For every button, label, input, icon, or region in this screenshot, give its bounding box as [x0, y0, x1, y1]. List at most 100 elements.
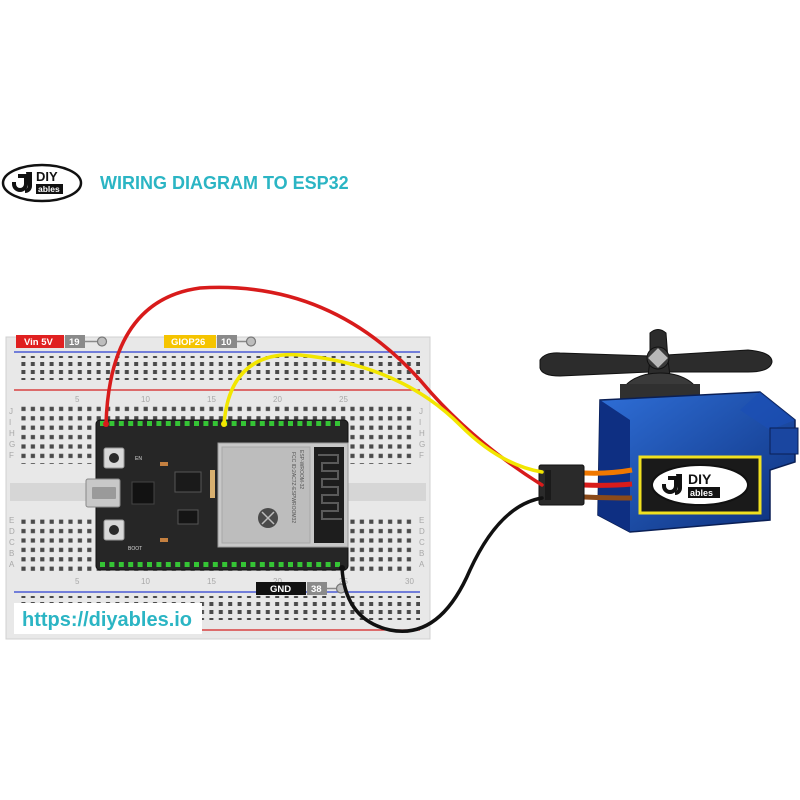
- servo-motor[interactable]: DIY ables: [538, 329, 799, 533]
- pin-label-vin-name: Vin 5V: [24, 337, 54, 348]
- row-letter: G: [419, 440, 425, 449]
- row-letter: I: [419, 418, 421, 427]
- row-letter: C: [9, 538, 15, 547]
- header-pin: [194, 421, 199, 426]
- header-pin: [259, 562, 265, 567]
- column-number: 5: [75, 395, 80, 404]
- header-pin: [147, 562, 152, 567]
- row-letter: C: [419, 538, 425, 547]
- header-pin: [231, 562, 237, 567]
- header-pin: [325, 562, 331, 567]
- wire-ground[interactable]: [340, 496, 544, 633]
- header-pin: [175, 421, 181, 426]
- top-pin-header: [100, 421, 340, 426]
- column-number: 10: [141, 577, 150, 586]
- row-letter: H: [419, 429, 425, 438]
- header-pin: [156, 421, 162, 426]
- column-number: 25: [339, 395, 348, 404]
- column-number: 20: [273, 577, 282, 586]
- column-number: 5: [75, 577, 80, 586]
- header-pin: [194, 562, 199, 567]
- servo-label: DIY ables: [638, 455, 762, 515]
- diyables-logo[interactable]: DIY ables: [1, 163, 83, 203]
- header-pin: [165, 562, 171, 567]
- header-pin: [278, 562, 284, 567]
- logo-bottom-text: ables: [38, 184, 60, 194]
- pin-label-gpio-name: GIOP26: [171, 337, 205, 348]
- header-pin: [288, 421, 293, 426]
- header-pin: [212, 421, 218, 426]
- row-letter: F: [9, 451, 14, 460]
- pin-label-gnd: GND 38: [256, 582, 347, 595]
- row-letter: D: [419, 527, 425, 536]
- pin-label-gpio: GIOP26 10: [164, 335, 257, 348]
- header-pin: [118, 562, 124, 567]
- esp32-board[interactable]: EN BOOT ESP-WROOM-32 FCC ID:2AC7Z-ESPWRO…: [85, 419, 349, 571]
- voltage-regulator: [174, 471, 202, 493]
- header-pin: [306, 562, 312, 567]
- pin-label-vin-number: 19: [69, 337, 80, 348]
- servo-signal-lead: [583, 467, 633, 476]
- header-pin: [203, 421, 209, 426]
- header-pin: [325, 421, 331, 426]
- column-number: 10: [141, 395, 150, 404]
- module-fcc-text: FCC ID:2AC7Z-ESPWROOM32: [290, 452, 296, 523]
- header-pin: [109, 421, 115, 426]
- header-pin: [109, 562, 115, 567]
- header-pin: [316, 421, 322, 426]
- header-pin: [250, 562, 256, 567]
- row-letter: E: [9, 516, 14, 525]
- row-letter: G: [9, 440, 15, 449]
- breadboard: 5 10 15 20 25 5 10 15 20 25 30 J I H G F…: [5, 336, 431, 640]
- servo-ground-lead: [583, 494, 633, 501]
- top-power-rail: [14, 351, 420, 391]
- row-letter: H: [9, 429, 15, 438]
- page-title: WIRING DIAGRAM TO ESP32: [100, 173, 349, 193]
- footer-url[interactable]: https://diyables.io: [22, 609, 192, 631]
- servo-power-lead: [583, 481, 633, 488]
- row-letter: B: [419, 549, 424, 558]
- header-pin: [137, 562, 143, 567]
- row-letter: I: [9, 418, 11, 427]
- header-pin: [147, 421, 152, 426]
- servo-logo-bottom-text: ables: [690, 488, 713, 498]
- boot-button[interactable]: [103, 519, 125, 541]
- header-pin: [100, 562, 105, 567]
- header-pin: [269, 421, 275, 426]
- pin-label-gnd-number: 38: [311, 584, 322, 595]
- pin-label-gpio-number: 10: [221, 337, 232, 348]
- header-pin: [288, 562, 293, 567]
- boot-button-label: BOOT: [128, 546, 142, 552]
- header-pin: [184, 421, 190, 426]
- row-letters-right: J I H G F E D C B A: [419, 407, 425, 569]
- header-pin: [128, 562, 134, 567]
- header-pin: [335, 562, 340, 567]
- header-pin: [335, 421, 340, 426]
- esp-wroom-32-module: ESP-WROOM-32 FCC ID:2AC7Z-ESPWROOM32: [217, 442, 349, 548]
- header-pin: [297, 562, 303, 567]
- row-letter: A: [9, 560, 15, 569]
- bottom-pin-header: [100, 562, 340, 567]
- header-pin: [222, 562, 228, 567]
- footer-url-box[interactable]: https://diyables.io: [14, 603, 202, 634]
- wire-signal[interactable]: [222, 352, 544, 474]
- logo-top-text: DIY: [36, 169, 58, 184]
- wire-power[interactable]: [104, 285, 544, 487]
- header-pin: [269, 562, 275, 567]
- wires: [103, 285, 544, 633]
- header-pin: [118, 421, 124, 426]
- row-letter: D: [9, 527, 15, 536]
- header-pin: [128, 421, 134, 426]
- header-pin: [212, 562, 218, 567]
- header-pin: [100, 421, 105, 426]
- column-number: 15: [207, 577, 216, 586]
- header-pin: [137, 421, 143, 426]
- header: DIY ables WIRING DIAGRAM TO ESP32: [1, 163, 349, 203]
- pin-label-vin: Vin 5V 19: [16, 335, 108, 348]
- header-pin: [203, 562, 209, 567]
- header-pin: [184, 562, 190, 567]
- usb-uart-chip: [131, 481, 155, 505]
- row-letter: J: [419, 407, 423, 416]
- en-button[interactable]: [103, 447, 125, 469]
